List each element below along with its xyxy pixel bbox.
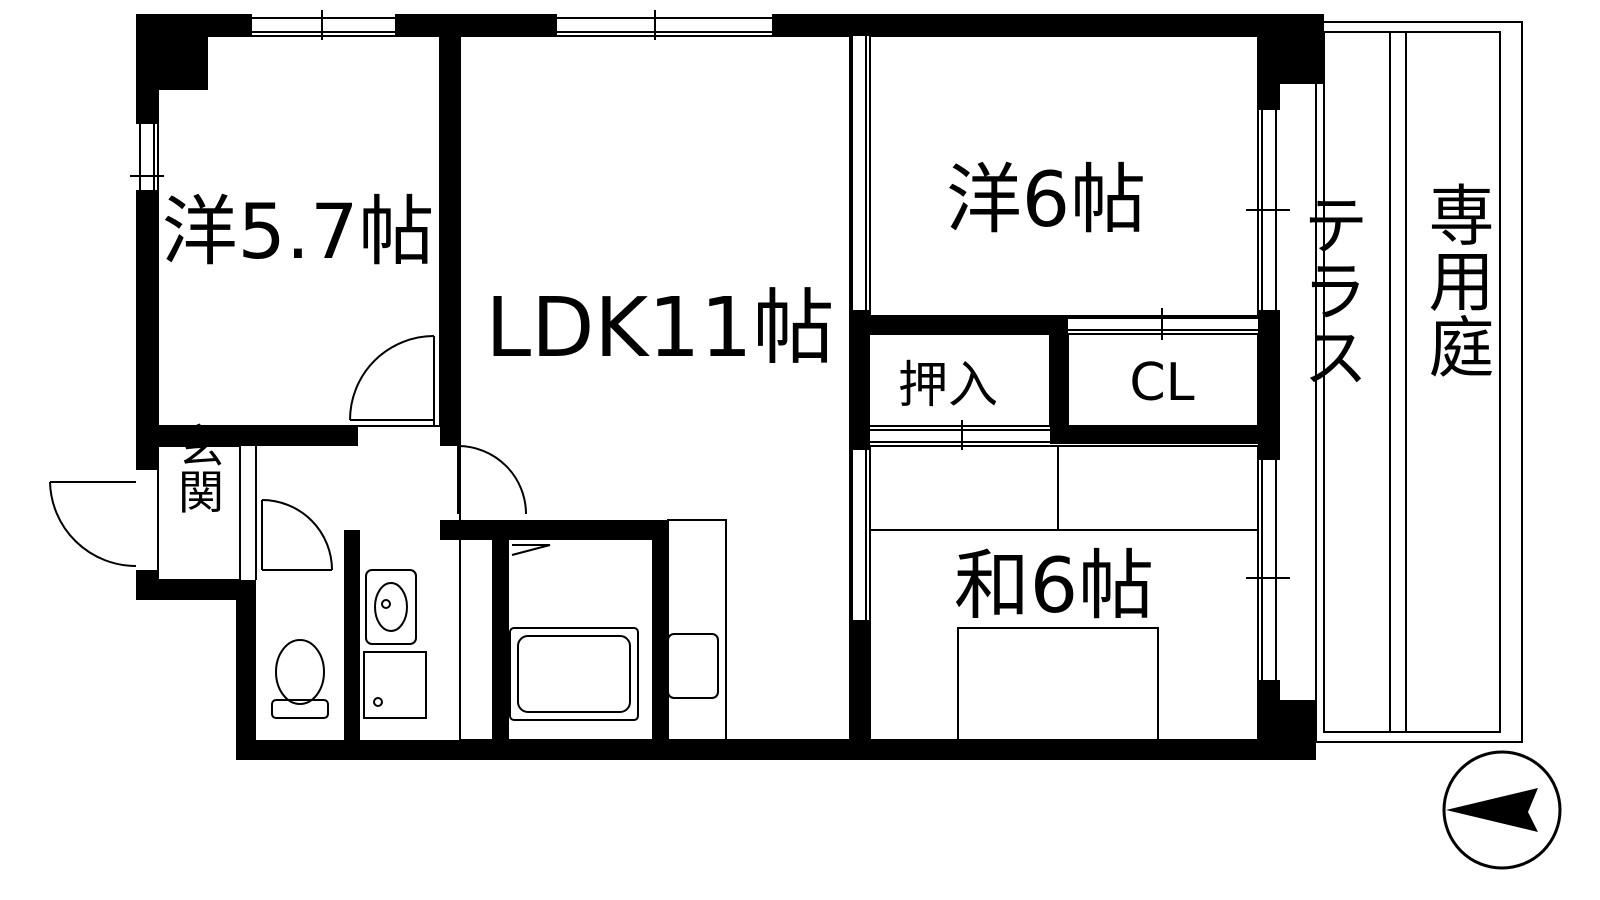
area-label-private-garden: 専用庭 bbox=[1418, 181, 1495, 379]
walls bbox=[136, 14, 1324, 760]
toilet-bowl bbox=[275, 639, 325, 705]
room-label-japanese-6: 和6帖 bbox=[954, 541, 1154, 630]
room-label-ldk: LDK11帖 bbox=[486, 281, 835, 376]
room-label-closet: CL bbox=[1129, 353, 1194, 413]
bathtub bbox=[509, 627, 639, 721]
bathroom-fixtures bbox=[271, 540, 639, 740]
toilet-tank bbox=[271, 699, 329, 719]
washbasin bbox=[365, 569, 417, 645]
door-swings bbox=[49, 335, 527, 571]
room-label-western-5-7: 洋5.7帖 bbox=[162, 187, 435, 276]
room-label-oshiire: 押入 bbox=[898, 356, 998, 414]
room-label-western-6: 洋6帖 bbox=[946, 155, 1146, 244]
room-label-entrance: 玄関 bbox=[171, 422, 225, 514]
area-label-terrace: テラス bbox=[1292, 191, 1369, 389]
washing-machine bbox=[363, 651, 427, 719]
windows-and-sliding-doors bbox=[130, 10, 1523, 743]
compass-icon bbox=[1442, 750, 1562, 870]
